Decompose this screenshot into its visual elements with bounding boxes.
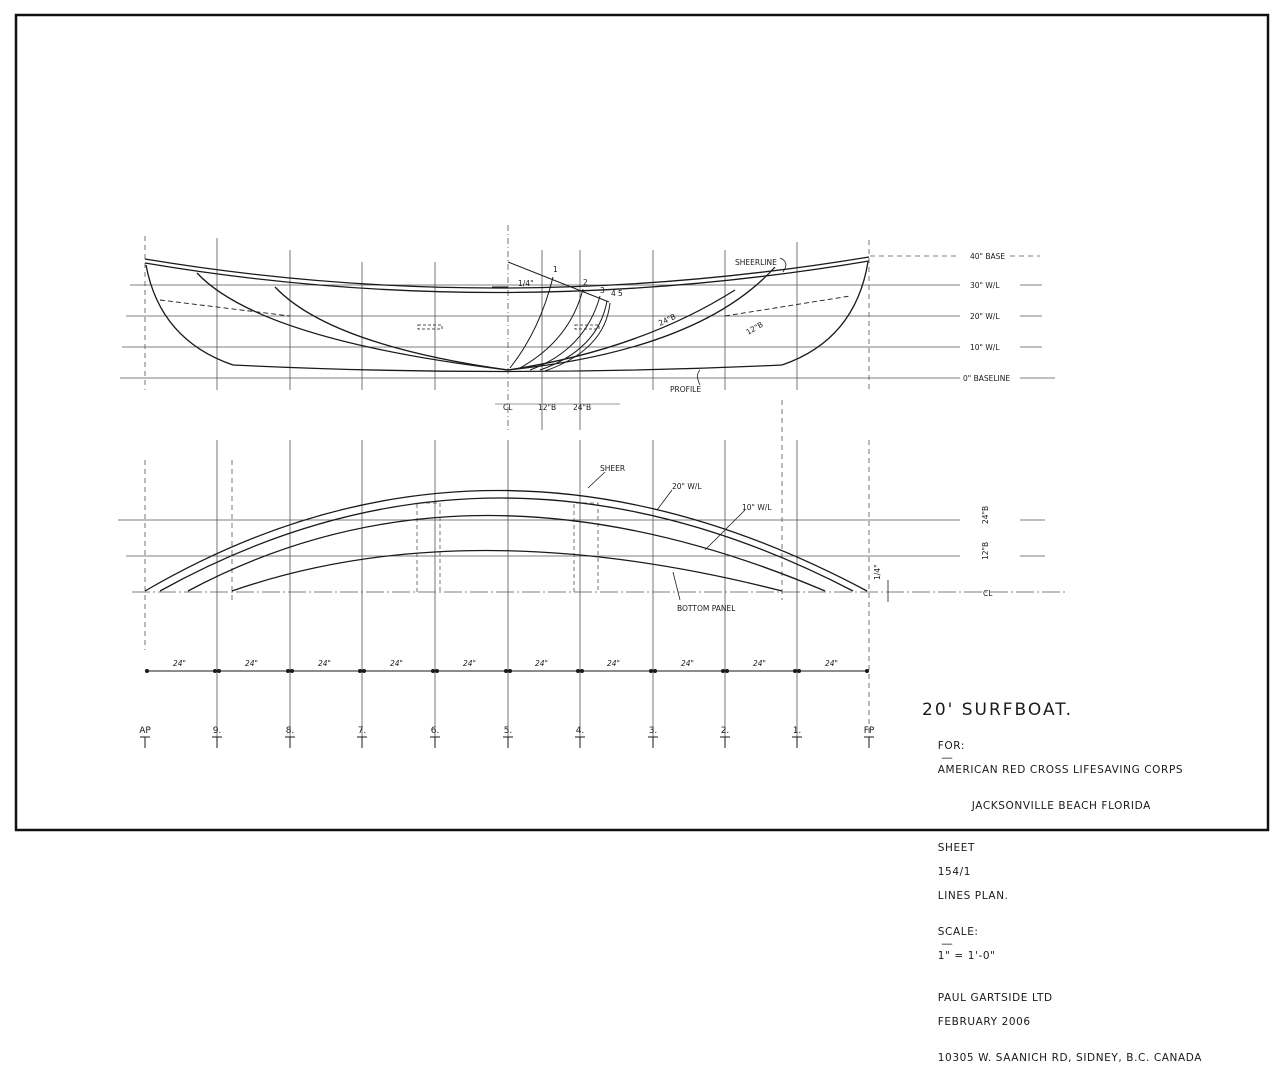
scale-row: SCALE: ― 1" = 1'-0" [937,926,996,962]
label-offset-plan: 1/4" [873,564,882,580]
label-baseline: 0" BASELINE [963,374,1010,383]
drawing-date: FEBRUARY 2006 [937,1016,1031,1028]
plan-leaders [587,471,889,602]
for-label: FOR: [937,740,965,752]
label-sheer: SHEER [600,464,625,473]
station-6: 6. [431,726,440,736]
profile-view [120,225,1055,430]
section-4: 4 [611,289,616,298]
spacing-1-fp: 24" [825,659,838,668]
label-sheerline: SHEERLINE [735,258,777,267]
section-1: 1 [553,265,558,274]
spacing-9-8: 24" [245,659,258,668]
sheet-number: 154/1 [937,866,972,878]
address-row: 10305 W. SAANICH RD, SIDNEY, B.C. CANADA [922,1040,1252,1076]
client-line-1: AMERICAN RED CROSS LIFESAVING CORPS [937,764,1184,776]
spacing-6-5: 24" [463,659,476,668]
wl20-plan [159,497,854,592]
station-8: 8. [286,726,295,736]
designer-row: PAUL GARTSIDE LTD FEBRUARY 2006 [922,980,1252,1040]
label-bottom-panel: BOTTOM PANEL [677,604,736,613]
label-24b-plan: 24"B [981,506,990,524]
sheet-name: LINES PLAN. [937,890,1009,902]
plan-labels: SHEER 20" W/L 10" W/L BOTTOM PANEL 1/4" … [600,464,993,613]
station-9: 9. [213,726,222,736]
station-3: 3. [649,726,658,736]
spacing-4-3: 24" [607,659,620,668]
label-centerline: CL [503,403,513,412]
plan-view-grid [118,400,1065,740]
label-offset-profile: 1/4" [518,279,534,288]
section-3: 3 [600,286,605,295]
bottom-panel-plan [231,549,783,592]
station-2: 2. [721,726,730,736]
spacing-8-7: 24" [318,659,331,668]
designer-address: 10305 W. SAANICH RD, SIDNEY, B.C. CANADA [937,1052,1203,1064]
label-24b-ref: 24"B [573,403,591,412]
station-ap: AP [139,726,151,736]
label-wl10-plan: 10" W/L [742,503,772,512]
label-12b-profile: 12"B [745,320,765,337]
station-dimension-line [144,668,870,674]
label-12b-ref: 12"B [538,403,556,412]
label-cl-plan: CL [983,589,993,598]
scale-label: SCALE: [937,926,979,938]
station-7: 7. [358,726,367,736]
lines-plan-drawing: 40" BASE 30" W/L 20" W/L 10" W/L 0" BASE… [14,13,1270,832]
sheet-border [14,13,1270,832]
station-4: 4. [576,726,585,736]
plan-hull-lines [144,489,868,592]
label-10-wl: 10" W/L [970,343,1000,352]
label-profile: PROFILE [670,385,701,394]
spacing-5-4: 24" [535,659,548,668]
spacing-7-6: 24" [390,659,403,668]
scale-value: 1" = 1'-0" [937,950,996,962]
station-1: 1. [793,726,802,736]
wl10-plan [187,514,826,592]
client-line-2: JACKSONVILLE BEACH FLORIDA [971,800,1151,812]
leader-lines [495,257,787,405]
station-labels: AP 9. 8. 7. 6. 5. 4. 3. 2. 1. FP [139,726,875,736]
section-2: 2 [583,278,588,287]
sheer-plan [144,489,868,592]
label-20-wl: 20" W/L [970,312,1000,321]
section-5: 5 [618,289,623,298]
profile-hull-lines [144,256,870,373]
designer-name: PAUL GARTSIDE LTD [937,992,1053,1004]
client-row: FOR: ― AMERICAN RED CROSS LIFESAVING COR… [937,740,1184,776]
label-30-wl: 30" W/L [970,281,1000,290]
title-block: 20' SURFBOAT. FOR: ― AMERICAN RED CROSS … [922,700,1252,1076]
station-fp: FP [864,726,875,736]
label-wl20-plan: 20" W/L [672,482,702,491]
drawing-title: 20' SURFBOAT. [922,700,1074,720]
body-plan-sections [492,261,611,372]
spacing-ap-9: 24" [173,659,186,668]
label-40-base: 40" BASE [970,252,1005,261]
label-12b-plan: 12"B [981,542,990,560]
client-row-2: JACKSONVILLE BEACH FLORIDA [922,788,1252,824]
spacing-labels: 24" 24" 24" 24" 24" 24" 24" 24" 24" 24" [173,659,838,668]
station-markers [140,736,874,748]
sheet-row: SHEET 154/1 LINES PLAN. [922,830,1252,914]
spacing-2-1: 24" [753,659,766,668]
station-5: 5. [504,726,513,736]
profile-labels: 40" BASE 30" W/L 20" W/L 10" W/L 0" BASE… [503,252,1010,412]
spacing-3-2: 24" [681,659,694,668]
